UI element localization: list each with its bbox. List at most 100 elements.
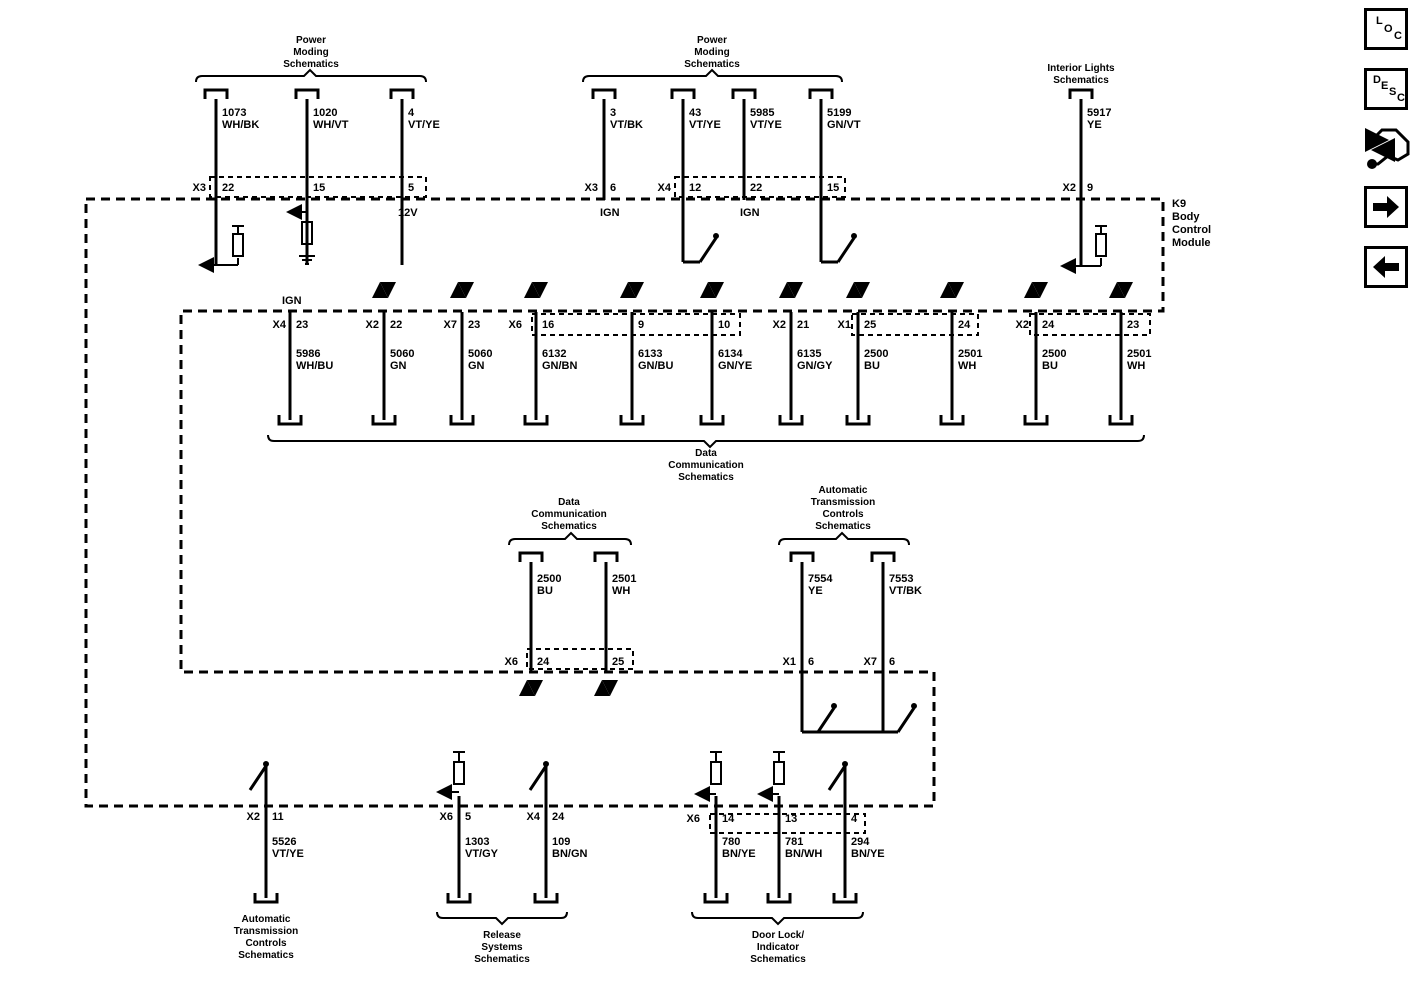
pin-number: 24 — [552, 811, 565, 823]
terminal — [1108, 415, 1134, 426]
svg-text:Power: Power — [296, 35, 326, 46]
svg-text:Release: Release — [483, 930, 521, 941]
svg-text:Communication: Communication — [531, 509, 607, 520]
circuit-number: 6134 — [718, 348, 743, 360]
circuit-note: 12V — [398, 207, 418, 219]
switch-contact — [831, 703, 837, 709]
pin-number: 13 — [785, 813, 797, 825]
pin-number: 11 — [272, 811, 284, 823]
wire-color: WH/VT — [313, 119, 349, 131]
pin-number: 6 — [808, 656, 814, 668]
switch-contact — [543, 761, 549, 767]
terminal — [277, 415, 303, 426]
terminal — [870, 551, 896, 562]
connector-id: X3 — [193, 182, 206, 194]
connector-id: X1 — [838, 319, 851, 331]
terminal — [1023, 415, 1049, 426]
wire-color: BN/YE — [722, 848, 756, 860]
terminal — [253, 893, 279, 904]
pin-number: 25 — [612, 656, 624, 668]
wire-color: YE — [808, 585, 823, 597]
terminal — [389, 88, 415, 99]
prev-button[interactable] — [1364, 246, 1408, 288]
wire-color: BN/GN — [552, 848, 588, 860]
resistor-icon — [453, 761, 465, 785]
pin-number: 9 — [1087, 182, 1093, 194]
pin-number: 23 — [296, 319, 308, 331]
wires — [214, 99, 1123, 898]
ref-labels: Power Moding Schematics Power Moding Sch… — [234, 35, 1115, 965]
pin-number: 25 — [864, 319, 876, 331]
svg-text:Schematics: Schematics — [1053, 75, 1109, 86]
circuit-number: 5526 — [272, 836, 296, 848]
svg-text:Data: Data — [695, 448, 717, 459]
switch-icon — [528, 765, 548, 791]
switch-contact — [851, 233, 857, 239]
svg-text:Control: Control — [1172, 224, 1211, 236]
connector-id: X2 — [247, 811, 260, 823]
wire-color: WH/BK — [222, 119, 259, 131]
connector-id: X1 — [783, 656, 796, 668]
terminal — [670, 88, 696, 99]
pin-number: 16 — [542, 319, 554, 331]
wire-color: GN/BN — [542, 360, 578, 372]
terminal — [832, 893, 858, 904]
circuit-number: 5986 — [296, 348, 320, 360]
pin-number: 15 — [827, 182, 839, 194]
resistor-icon — [232, 233, 244, 257]
wire-color: GN — [468, 360, 485, 372]
connector-id: X3 — [585, 182, 598, 194]
pin-number: 9 — [638, 319, 644, 331]
next-button[interactable] — [1364, 186, 1408, 228]
terminal — [533, 893, 559, 904]
pin-number: 23 — [1127, 319, 1139, 331]
pin-number: 24 — [958, 319, 971, 331]
circuit-number: 5060 — [468, 348, 492, 360]
svg-text:Schematics: Schematics — [541, 521, 597, 532]
switch-icon — [896, 707, 916, 733]
circuit-number: 109 — [552, 836, 570, 848]
svg-text:Interior Lights: Interior Lights — [1047, 63, 1115, 74]
module-outline — [84, 197, 1165, 808]
terminal — [203, 88, 229, 99]
loc-button[interactable]: L O C — [1364, 8, 1408, 50]
circuit-number: 2500 — [537, 573, 561, 585]
circuit-number: 7553 — [889, 573, 913, 585]
pin-number: 15 — [313, 182, 325, 194]
svg-text:Transmission: Transmission — [811, 497, 875, 508]
circuit-note: IGN — [740, 207, 760, 219]
connector-id: X4 — [527, 811, 541, 823]
switch-icon — [698, 237, 718, 263]
circuit-number: 43 — [689, 107, 701, 119]
resistor-icon — [710, 761, 722, 785]
resistor-icon — [1095, 233, 1107, 257]
wire-color: VT/YE — [750, 119, 782, 131]
circuit-number: 2500 — [864, 348, 888, 360]
switch-icon — [836, 237, 856, 263]
arrow-right-icon — [1373, 196, 1399, 218]
svg-text:Module: Module — [1172, 237, 1211, 249]
svg-text:Schematics: Schematics — [750, 954, 806, 965]
circuit-number: 3 — [610, 107, 616, 119]
switch-icon — [816, 707, 836, 733]
connector-button[interactable] — [1362, 124, 1412, 174]
connector-id: X7 — [864, 656, 877, 668]
wire-color: VT/YE — [689, 119, 721, 131]
connector-id: X7 — [444, 319, 457, 331]
svg-text:Transmission: Transmission — [234, 926, 298, 937]
circuit-note: IGN — [282, 295, 302, 307]
terminal — [731, 88, 757, 99]
wire-color: YE — [1087, 119, 1102, 131]
circuit-number: 5985 — [750, 107, 774, 119]
circuit-number: 2501 — [958, 348, 982, 360]
pin-number: 21 — [797, 319, 809, 331]
terminal — [703, 893, 729, 904]
desc-button[interactable]: D E S C — [1364, 68, 1408, 110]
pin-number: 24 — [1042, 319, 1055, 331]
svg-text:Schematics: Schematics — [238, 950, 294, 961]
wire-color: WH — [612, 585, 630, 597]
circuit-number: 6132 — [542, 348, 566, 360]
pin-number: 6 — [610, 182, 616, 194]
circuit-number: 294 — [851, 836, 870, 848]
